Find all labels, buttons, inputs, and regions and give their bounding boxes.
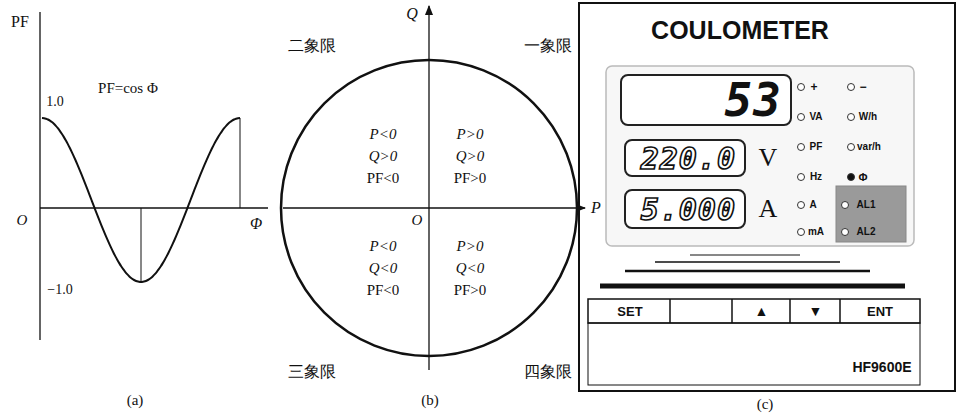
mark-line	[141, 208, 142, 282]
panel-caption: (c)	[757, 397, 774, 412]
axis-label: Φ	[250, 216, 262, 232]
model-number: HF9600E	[852, 360, 911, 374]
indicator-label: AL1	[857, 200, 876, 210]
quadrant-sign: PF<0	[367, 283, 400, 298]
indicator-label: A	[809, 200, 816, 210]
quadrant-sign: Q>0	[456, 149, 484, 164]
indicator-led	[842, 202, 849, 209]
alarm-panel	[836, 186, 906, 242]
deco-line	[690, 255, 800, 256]
indicator-label: W/h	[859, 112, 877, 122]
digit-display: 53	[620, 74, 792, 126]
button-divider	[789, 299, 791, 323]
quadrant-name: 三象限	[288, 364, 336, 380]
quadrant-sign: Q<0	[369, 261, 397, 276]
phi-axis	[40, 207, 268, 208]
button-label: ▲	[755, 303, 769, 319]
button-label: SET	[617, 304, 642, 319]
indicator-label: Hz	[810, 172, 822, 182]
button-divider	[839, 299, 841, 323]
digit-display: 5.000	[624, 189, 746, 229]
quadrant-sign: PF<0	[367, 171, 400, 186]
deco-line	[655, 261, 840, 263]
tick-label: 1.0	[46, 95, 64, 109]
tick-label: −1.0	[47, 283, 72, 297]
origin-label: O	[17, 213, 28, 228]
button-row	[588, 299, 920, 323]
indicator-led	[798, 144, 805, 151]
p-axis	[283, 207, 585, 208]
quadrant-sign: PF>0	[454, 171, 487, 186]
panel-caption: (a)	[127, 393, 144, 408]
indicator-led	[798, 229, 805, 236]
axis-label: P	[591, 200, 601, 216]
button-label: ▼	[809, 303, 823, 319]
indicator-led	[798, 114, 805, 121]
quadrant-sign: Q<0	[456, 261, 484, 276]
button-divider	[669, 299, 671, 323]
display-value: 53	[725, 73, 782, 127]
quadrant-sign: P<0	[370, 127, 397, 142]
digit-display: 220.0	[624, 139, 746, 177]
button-label: ENT	[867, 304, 893, 319]
cos-curve	[42, 118, 240, 282]
quadrant-diagram	[281, 6, 585, 370]
pf-axis	[39, 12, 40, 340]
origin-label: O	[412, 213, 423, 228]
indicator-leds	[798, 84, 855, 236]
panel-caption: (b)	[421, 393, 439, 408]
indicator-led	[798, 84, 805, 91]
quadrant-sign: Q>0	[369, 149, 397, 164]
axis-label: Q	[406, 6, 418, 22]
key-button: ENT	[841, 300, 919, 322]
indicator-label: VA	[809, 112, 822, 122]
key-button: ▼	[791, 300, 840, 322]
deco-line	[600, 284, 905, 289]
indicator-led	[848, 174, 855, 181]
indicator-label: var/h	[857, 142, 881, 152]
axis-label: PF	[11, 14, 29, 30]
formula: PF=cos Φ	[98, 81, 158, 96]
indicator-led	[798, 174, 805, 181]
indicator-label: +	[810, 81, 817, 93]
indicator-label: AL2	[857, 227, 876, 237]
indicator-label: −	[859, 81, 866, 93]
indicator-led	[842, 229, 849, 236]
meter-title: COULOMETER	[651, 18, 829, 43]
indicator-led	[848, 144, 855, 151]
quadrant-name: 二象限	[288, 38, 336, 54]
indicator-led	[848, 114, 855, 121]
indicator-label: PF	[810, 142, 823, 152]
unit-label: V	[759, 145, 778, 171]
quadrant-sign: P<0	[370, 239, 397, 254]
mark-line	[240, 118, 241, 208]
key-button: SET	[590, 300, 670, 322]
indicator-led	[798, 202, 805, 209]
meter-panel	[579, 3, 955, 391]
indicator-label: mA	[808, 227, 824, 237]
key-button: ▲	[733, 300, 790, 322]
quadrant-name: 一象限	[524, 38, 572, 54]
q-axis	[428, 6, 429, 370]
meter-frame	[579, 3, 955, 391]
quadrant-name: 四象限	[524, 364, 572, 380]
indicator-led	[848, 84, 855, 91]
indicator-label: Φ	[858, 172, 867, 183]
deco-line	[625, 270, 870, 273]
unit-label: A	[759, 196, 778, 222]
quadrant-sign: P>0	[457, 239, 484, 254]
button-divider	[731, 299, 733, 323]
bottom-plate	[588, 323, 920, 385]
quadrant-sign: P>0	[457, 127, 484, 142]
display-value: 5.000	[641, 192, 736, 227]
quadrant-sign: PF>0	[454, 283, 487, 298]
display-value: 220.0	[641, 141, 736, 176]
display-area	[606, 66, 914, 246]
pf-plot	[40, 12, 268, 340]
